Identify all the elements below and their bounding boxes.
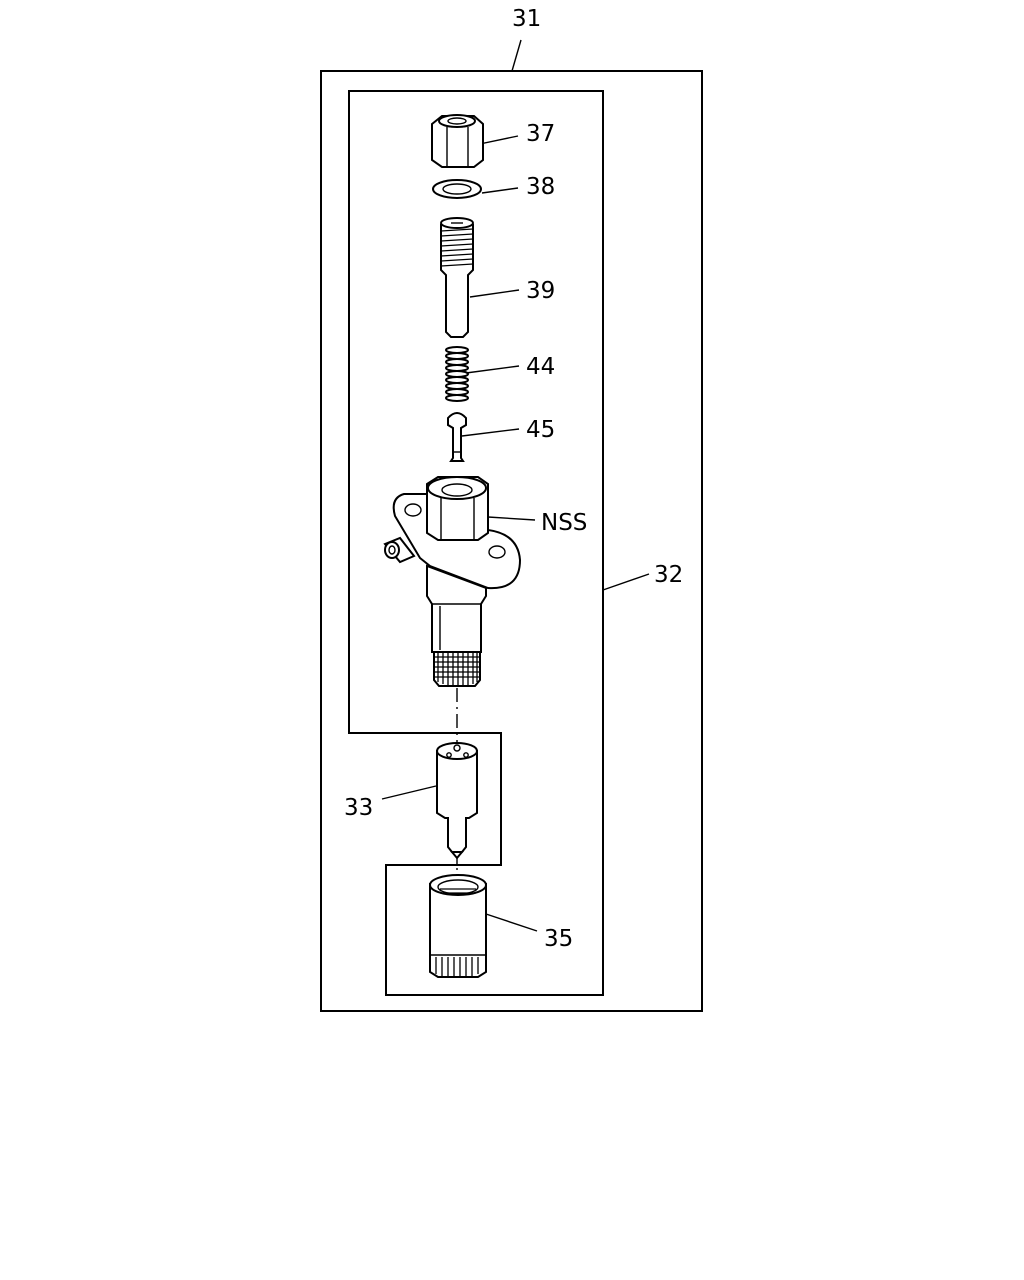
callout-31: 31 bbox=[512, 6, 541, 32]
push-rod-45 bbox=[447, 412, 467, 462]
callout-35: 35 bbox=[544, 926, 573, 952]
injector-body-nss bbox=[383, 476, 522, 687]
callout-33: 33 bbox=[344, 795, 373, 821]
callout-38: 38 bbox=[526, 174, 555, 200]
assembly-31-frame bbox=[320, 70, 703, 1012]
retaining-nut-35 bbox=[429, 874, 487, 978]
callout-32: 32 bbox=[654, 562, 683, 588]
callout-45: 45 bbox=[526, 417, 555, 443]
kit-32-outline bbox=[348, 90, 604, 996]
cap-nut-37 bbox=[431, 114, 484, 168]
washer-38 bbox=[432, 179, 482, 199]
callout-44: 44 bbox=[526, 354, 555, 380]
leader-lines bbox=[381, 39, 650, 932]
callouts: 31 37 38 39 44 45 NSS 32 33 35 bbox=[344, 6, 683, 952]
adjusting-screw-39 bbox=[440, 217, 474, 338]
callout-nss: NSS bbox=[541, 510, 587, 536]
spring-44 bbox=[445, 346, 469, 402]
callout-37: 37 bbox=[526, 121, 555, 147]
nozzle-33 bbox=[436, 742, 478, 860]
callout-39: 39 bbox=[526, 278, 555, 304]
